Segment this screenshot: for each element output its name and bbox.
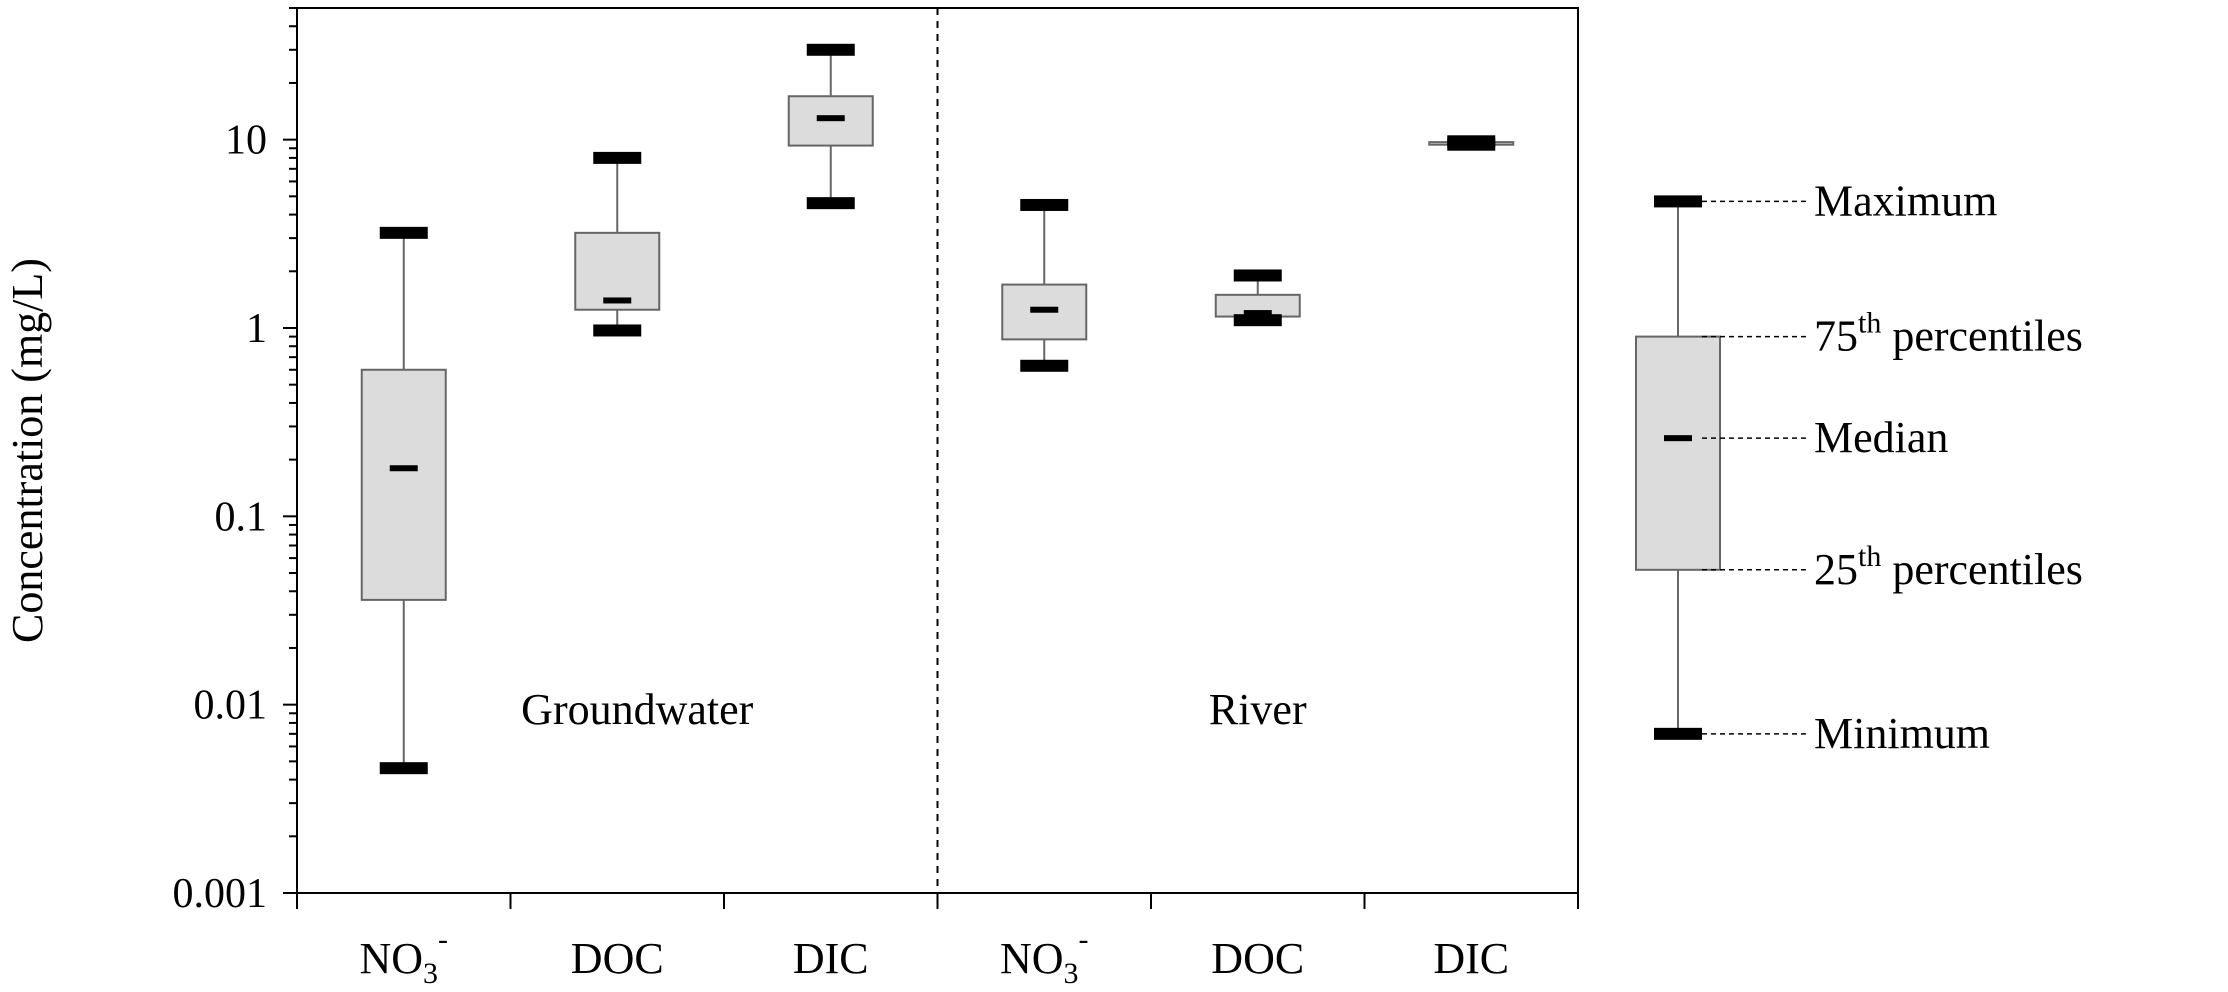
y-tick-label: 1 — [246, 306, 267, 352]
cap-max — [1020, 198, 1069, 211]
cap-min — [806, 197, 855, 210]
x-tick-label: DOC — [571, 934, 664, 983]
legend-label-median: Median — [1814, 413, 1948, 462]
legend-label-q3: 75th percentiles — [1814, 307, 2083, 361]
y-tick-label: 0.01 — [194, 683, 268, 729]
box-iqr — [360, 368, 447, 601]
median-mark — [1457, 139, 1486, 146]
legend-label-max: Maximum — [1814, 176, 1997, 225]
cap-max-legend — [1654, 195, 1702, 208]
x-tick-label: NO3- — [359, 923, 448, 990]
median-mark — [603, 297, 632, 304]
median-mark — [1030, 306, 1059, 313]
x-tick-label: DIC — [1433, 934, 1509, 983]
median-mark-legend — [1664, 435, 1692, 442]
cap-min — [379, 762, 428, 775]
y-tick-label: 0.1 — [215, 494, 268, 540]
x-tick-label: DIC — [793, 934, 869, 983]
cap-min — [593, 324, 642, 337]
cap-max — [806, 43, 855, 56]
median-mark — [816, 115, 845, 122]
cap-min-legend — [1654, 727, 1702, 740]
y-tick-label: 0.001 — [173, 871, 268, 917]
median-mark — [389, 465, 418, 472]
cap-min — [1020, 359, 1069, 372]
cap-max — [379, 226, 428, 239]
cap-max — [1233, 269, 1282, 282]
x-tick-label: NO3- — [1000, 923, 1089, 990]
cap-max — [593, 151, 642, 164]
group-label: River — [1209, 685, 1307, 734]
x-tick-label: DOC — [1211, 934, 1304, 983]
y-axis-label: Concentration (mg/L) — [3, 258, 52, 643]
group-label: Groundwater — [521, 685, 753, 734]
median-mark — [1243, 310, 1272, 317]
legend-label-q1: 25th percentiles — [1814, 540, 2083, 594]
legend-label-min: Minimum — [1814, 709, 1990, 758]
box-iqr-legend — [1635, 335, 1721, 571]
y-tick-label: 10 — [225, 118, 267, 164]
cap-min — [1233, 314, 1282, 327]
box-iqr — [574, 231, 661, 311]
